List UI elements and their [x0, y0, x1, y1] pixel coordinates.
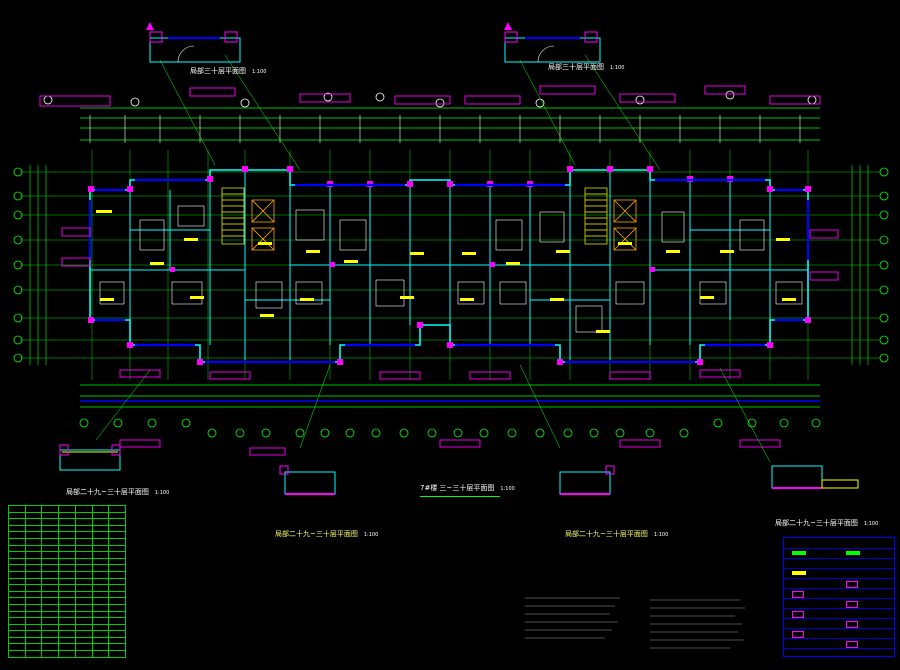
title-top-left: 局部三十层平面图 1:100 [190, 68, 266, 75]
scale-label: 1:100 [863, 521, 879, 527]
north-arrow-icon [146, 22, 512, 30]
general-notes-lines [525, 597, 745, 649]
title-center-text: 7#楼 三~三十层平面图 [420, 484, 495, 492]
detail-plan-right-lower [771, 465, 859, 489]
elevator-icon [251, 199, 637, 251]
legend-divider [784, 578, 894, 579]
table-row [8, 603, 126, 612]
legend-divider [784, 558, 894, 559]
scale-label: 1:100 [610, 65, 625, 71]
title-center-underline [420, 496, 500, 497]
title-bottom-mid-text: 局部二十九~三十层平面图 [565, 530, 648, 538]
title-top-right: 局部三十层平面图 1:100 [548, 64, 624, 71]
table-row [8, 610, 126, 619]
detail-plan-bottom-mid-left [279, 465, 336, 495]
room-area-marks [96, 210, 796, 333]
legend-symbol [792, 571, 806, 575]
table-row [8, 630, 126, 638]
title-right: 局部二十九~三十层平面图 1:100 [775, 520, 878, 527]
legend-divider [784, 628, 894, 629]
callout-leaders [95, 54, 771, 463]
stair-icon [221, 187, 608, 245]
legend-divider [784, 598, 894, 599]
table-row [8, 511, 126, 520]
table-row [8, 505, 126, 513]
top-bubble-icons [43, 90, 817, 108]
title-bottom-mid: 局部二十九~三十层平面图 1:100 [565, 531, 668, 538]
table-row [8, 617, 126, 625]
legend-divider [784, 548, 894, 549]
side-dimension-lines [29, 165, 869, 365]
top-dimension-lines [80, 107, 820, 141]
scale-label: 1:100 [363, 532, 379, 538]
table-row [8, 577, 126, 586]
legend-symbol [846, 601, 858, 608]
title-left-lower-text: 局部二十九~三十层平面图 [66, 488, 149, 496]
table-row [8, 643, 126, 652]
legend-symbol [846, 641, 858, 648]
detail-plan-left-lower [59, 444, 121, 471]
bottom-bubble-icons [79, 418, 821, 438]
scale-label: 1:100 [252, 69, 267, 75]
callout-tags [39, 85, 839, 456]
title-bottom-left-text: 局部二十九~三十层平面图 [275, 530, 358, 538]
furniture [99, 205, 803, 333]
legend-divider [784, 638, 894, 639]
legend-symbol [846, 621, 858, 628]
title-bottom-left: 局部二十九~三十层平面图 1:100 [275, 531, 378, 538]
title-top-right-text: 局部三十层平面图 [548, 63, 604, 71]
table-row [8, 524, 126, 533]
table-row [8, 557, 126, 566]
table-row [8, 650, 126, 658]
legend-divider [784, 618, 894, 619]
legend-box [783, 537, 895, 657]
scale-label: 1:100 [154, 490, 170, 496]
building-outline [89, 169, 809, 363]
detail-plan-bottom-mid-right [559, 465, 615, 495]
legend-symbol [792, 631, 804, 638]
legend-symbol [792, 591, 804, 598]
table-row [8, 551, 126, 559]
title-left-lower: 局部二十九~三十层平面图 1:100 [66, 489, 169, 496]
table-row [8, 570, 126, 579]
table-row [8, 518, 126, 526]
legend-symbol [792, 611, 804, 618]
legend-divider [784, 648, 894, 649]
scale-label: 1:100 [653, 532, 669, 538]
title-right-text: 局部二十九~三十层平面图 [775, 519, 858, 527]
title-top-left-text: 局部三十层平面图 [190, 67, 246, 75]
scale-label: 1:100 [500, 486, 515, 492]
table-row [8, 584, 126, 592]
top-dimension-ticks [89, 115, 801, 143]
table-row [8, 564, 126, 572]
table-row [8, 531, 126, 539]
schedule-table [8, 505, 126, 658]
grid-bubble-icon [13, 167, 889, 363]
table-row [8, 590, 126, 599]
legend-symbol [846, 551, 860, 555]
detail-plan-top-right [504, 31, 601, 63]
table-row [8, 623, 126, 632]
legend-divider [784, 608, 894, 609]
table-row [8, 544, 126, 553]
table-row [8, 597, 126, 605]
windows [88, 178, 810, 364]
legend-divider [784, 568, 894, 569]
table-row [8, 636, 126, 645]
legend-symbol [846, 581, 858, 588]
legend-divider [784, 588, 894, 589]
detail-plan-top-left [149, 31, 241, 63]
title-center: 7#楼 三~三十层平面图 1:100 [420, 485, 515, 492]
bottom-dimension-lines [80, 384, 820, 408]
legend-symbol [792, 551, 806, 555]
table-row [8, 537, 126, 546]
